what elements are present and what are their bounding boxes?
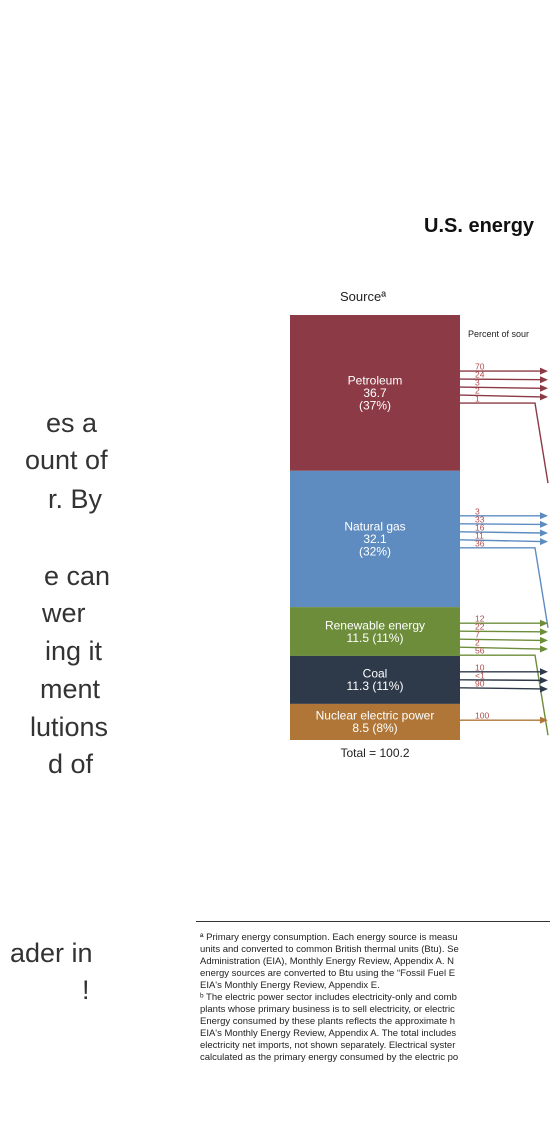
flow-label-1-0: 3 <box>475 506 480 516</box>
flow-arrowhead-0-1 <box>540 376 548 384</box>
source-label-4-0: Nuclear electric power <box>316 709 435 723</box>
percent-of-source-label: Percent of sour <box>468 329 530 339</box>
flow-arrowhead-1-3 <box>540 538 548 546</box>
source-label-2-1: 11.5 (11%) <box>347 631 404 645</box>
source-label-3-1: 11.3 (11%) <box>347 679 404 693</box>
flow-label-4-0: 100 <box>475 711 489 721</box>
flow-arrowhead-3-2 <box>540 685 548 693</box>
source-label-1-2: (32%) <box>359 544 391 558</box>
flow-arrowhead-1-0 <box>540 512 548 520</box>
footnote-line: Administration (EIA), Monthly Energy Rev… <box>200 956 454 967</box>
flow-line-1-3 <box>459 539 543 543</box>
footnote-line: energy sources are converted to Btu usin… <box>200 968 456 979</box>
flow-label-1-3: 11 <box>475 530 484 540</box>
body-paragraph-2: ader in ! <box>0 938 98 1018</box>
source-axis-label: Sourceª <box>340 289 387 304</box>
body-line: e can <box>44 561 111 591</box>
flow-label-1-4: 36 <box>475 538 485 548</box>
flow-label-3-2: 90 <box>475 678 485 688</box>
footnote-line: units and converted to common British th… <box>200 944 459 955</box>
flow-line-2-2 <box>459 638 543 642</box>
flow-line-0-4 <box>460 402 549 484</box>
footnote-line: plants whose primary business is to sell… <box>200 1004 455 1015</box>
flow-arrowhead-1-1 <box>540 520 548 528</box>
flow-arrowhead-2-2 <box>540 636 548 644</box>
chart-title: U.S. energy <box>424 215 535 237</box>
flow-label-1-2: 16 <box>475 522 485 532</box>
flow-label-0-3: 2 <box>475 386 480 396</box>
source-label-1-0: Natural gas <box>344 519 405 533</box>
body-line: ment <box>40 674 101 704</box>
flow-label-3-1: <1 <box>475 670 485 680</box>
source-bar-2 <box>290 607 460 656</box>
flow-line-1-2 <box>459 531 543 534</box>
flow-arrowhead-0-2 <box>540 384 548 392</box>
flow-arrowhead-2-3 <box>540 645 548 653</box>
flow-label-0-4: 1 <box>475 394 480 404</box>
flow-label-1-1: 33 <box>475 514 485 524</box>
footnote-divider <box>196 921 550 922</box>
flow-arrowhead-3-0 <box>540 668 548 676</box>
flow-label-0-0: 70 <box>475 362 485 372</box>
body-line: r. By <box>48 484 103 514</box>
source-label-3-0: Coal <box>363 667 388 681</box>
flow-line-0-1 <box>459 378 543 381</box>
source-bar-1 <box>290 470 460 608</box>
flow-arrowhead-2-1 <box>540 628 548 636</box>
footnote-line: calculated as the primary energy consume… <box>200 1052 459 1063</box>
source-bar-0 <box>290 315 460 471</box>
body-line: es a <box>46 408 98 438</box>
flow-line-1-4 <box>460 547 549 628</box>
footnote-line: EIA's Monthly Energy Review, Appendix E. <box>200 980 380 991</box>
flow-arrowhead-3-1 <box>540 676 548 684</box>
flow-label-3-0: 10 <box>475 662 485 672</box>
flow-line-3-2 <box>459 687 543 690</box>
footnote-line: EIA's Monthly Energy Review, Appendix A.… <box>200 1028 457 1039</box>
flow-arrowhead-0-3 <box>540 393 548 401</box>
source-bar-4 <box>290 703 460 740</box>
source-label-4-1: 8.5 (8%) <box>352 721 397 735</box>
body-line: ount of <box>25 445 108 475</box>
source-label-0-0: Petroleum <box>348 373 403 387</box>
flow-line-1-1 <box>459 523 543 526</box>
footnotes: ª Primary energy consumption. Each energ… <box>200 932 550 1064</box>
flow-arrowhead-0-0 <box>540 367 548 375</box>
body-line: ader in <box>10 938 93 968</box>
body-line: wer <box>42 598 86 628</box>
footnote-line: Energy consumed by these plants reflects… <box>200 1016 456 1027</box>
source-label-1-1: 32.1 <box>363 532 387 546</box>
footnote-line: ª Primary energy consumption. Each energ… <box>200 932 458 943</box>
body-line: lutions <box>30 712 109 742</box>
flow-label-0-2: 3 <box>475 378 480 388</box>
flow-line-3-1 <box>459 679 543 682</box>
flow-line-0-3 <box>459 394 543 398</box>
body-line: d of <box>48 749 94 779</box>
source-bar-3 <box>290 655 460 704</box>
flow-arrowhead-4-0 <box>540 716 548 724</box>
flow-line-0-2 <box>459 386 543 389</box>
footnote-line: ᵇ The electric power sector includes ele… <box>200 992 457 1003</box>
flow-line-2-1 <box>459 630 543 633</box>
flow-arrowhead-1-2 <box>540 529 548 537</box>
flow-arrowhead-2-0 <box>540 619 548 627</box>
flow-label-0-1: 24 <box>475 370 485 380</box>
flow-line-2-3 <box>459 646 543 650</box>
flow-line-2-4 <box>460 654 549 736</box>
flow-label-2-2: 7 <box>475 630 480 640</box>
body-paragraph: es a ount of r. By e can wer ing it ment… <box>0 408 110 808</box>
source-label-0-1: 36.7 <box>363 386 387 400</box>
source-label-0-2: (37%) <box>359 398 391 412</box>
body-line: ing it <box>45 636 103 666</box>
total-label: Total = 100.2 <box>340 746 410 760</box>
source-label-2-0: Renewable energy <box>325 618 425 632</box>
footnote-line: electricity net imports, not shown separ… <box>200 1040 456 1051</box>
flow-label-2-3: 2 <box>475 638 480 648</box>
flow-label-2-1: 22 <box>475 622 485 632</box>
flow-label-2-4: 56 <box>475 646 485 656</box>
body-line: ! <box>82 975 90 1005</box>
flow-label-2-0: 12 <box>475 614 485 624</box>
